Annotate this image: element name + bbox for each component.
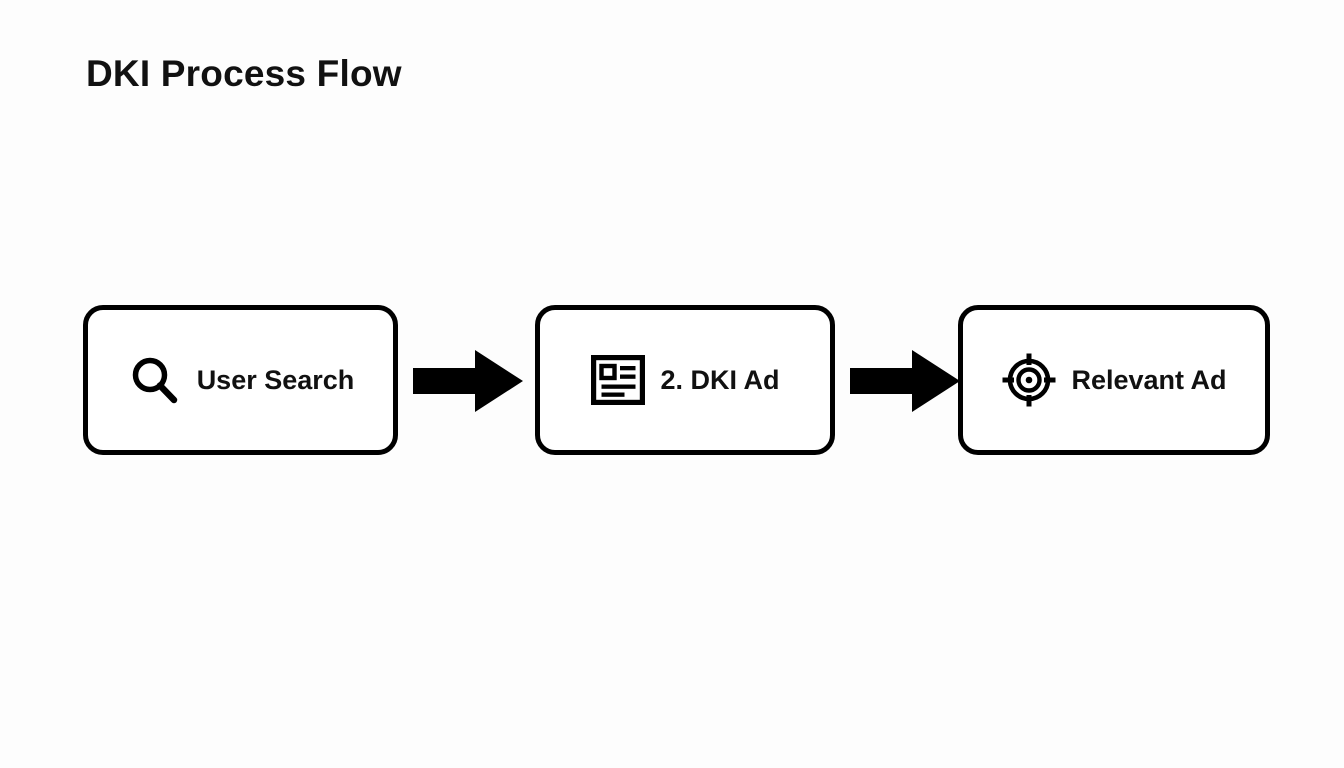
- flow-node-label: 2. DKI Ad: [660, 364, 780, 395]
- target-crosshair-icon: [1001, 352, 1057, 408]
- flow-node-label: User Search: [196, 364, 355, 395]
- process-flow-row: User Search: [0, 305, 1344, 460]
- arrow-right-icon: [413, 350, 523, 412]
- flow-node-content: User Search: [127, 352, 355, 408]
- flow-node-label: Relevant Ad: [1071, 364, 1227, 395]
- flow-node-content: Relevant Ad: [1001, 352, 1227, 408]
- news-article-icon: [590, 352, 646, 408]
- flow-node-dki-ad[interactable]: 2. DKI Ad: [535, 305, 835, 455]
- search-icon: [127, 352, 183, 408]
- flow-node-relevant-ad[interactable]: Relevant Ad: [958, 305, 1270, 455]
- page-title: DKI Process Flow: [86, 53, 402, 94]
- flow-node-user-search[interactable]: User Search: [83, 305, 398, 455]
- arrow-right-icon: [850, 350, 960, 412]
- flow-node-content: 2. DKI Ad: [590, 352, 780, 408]
